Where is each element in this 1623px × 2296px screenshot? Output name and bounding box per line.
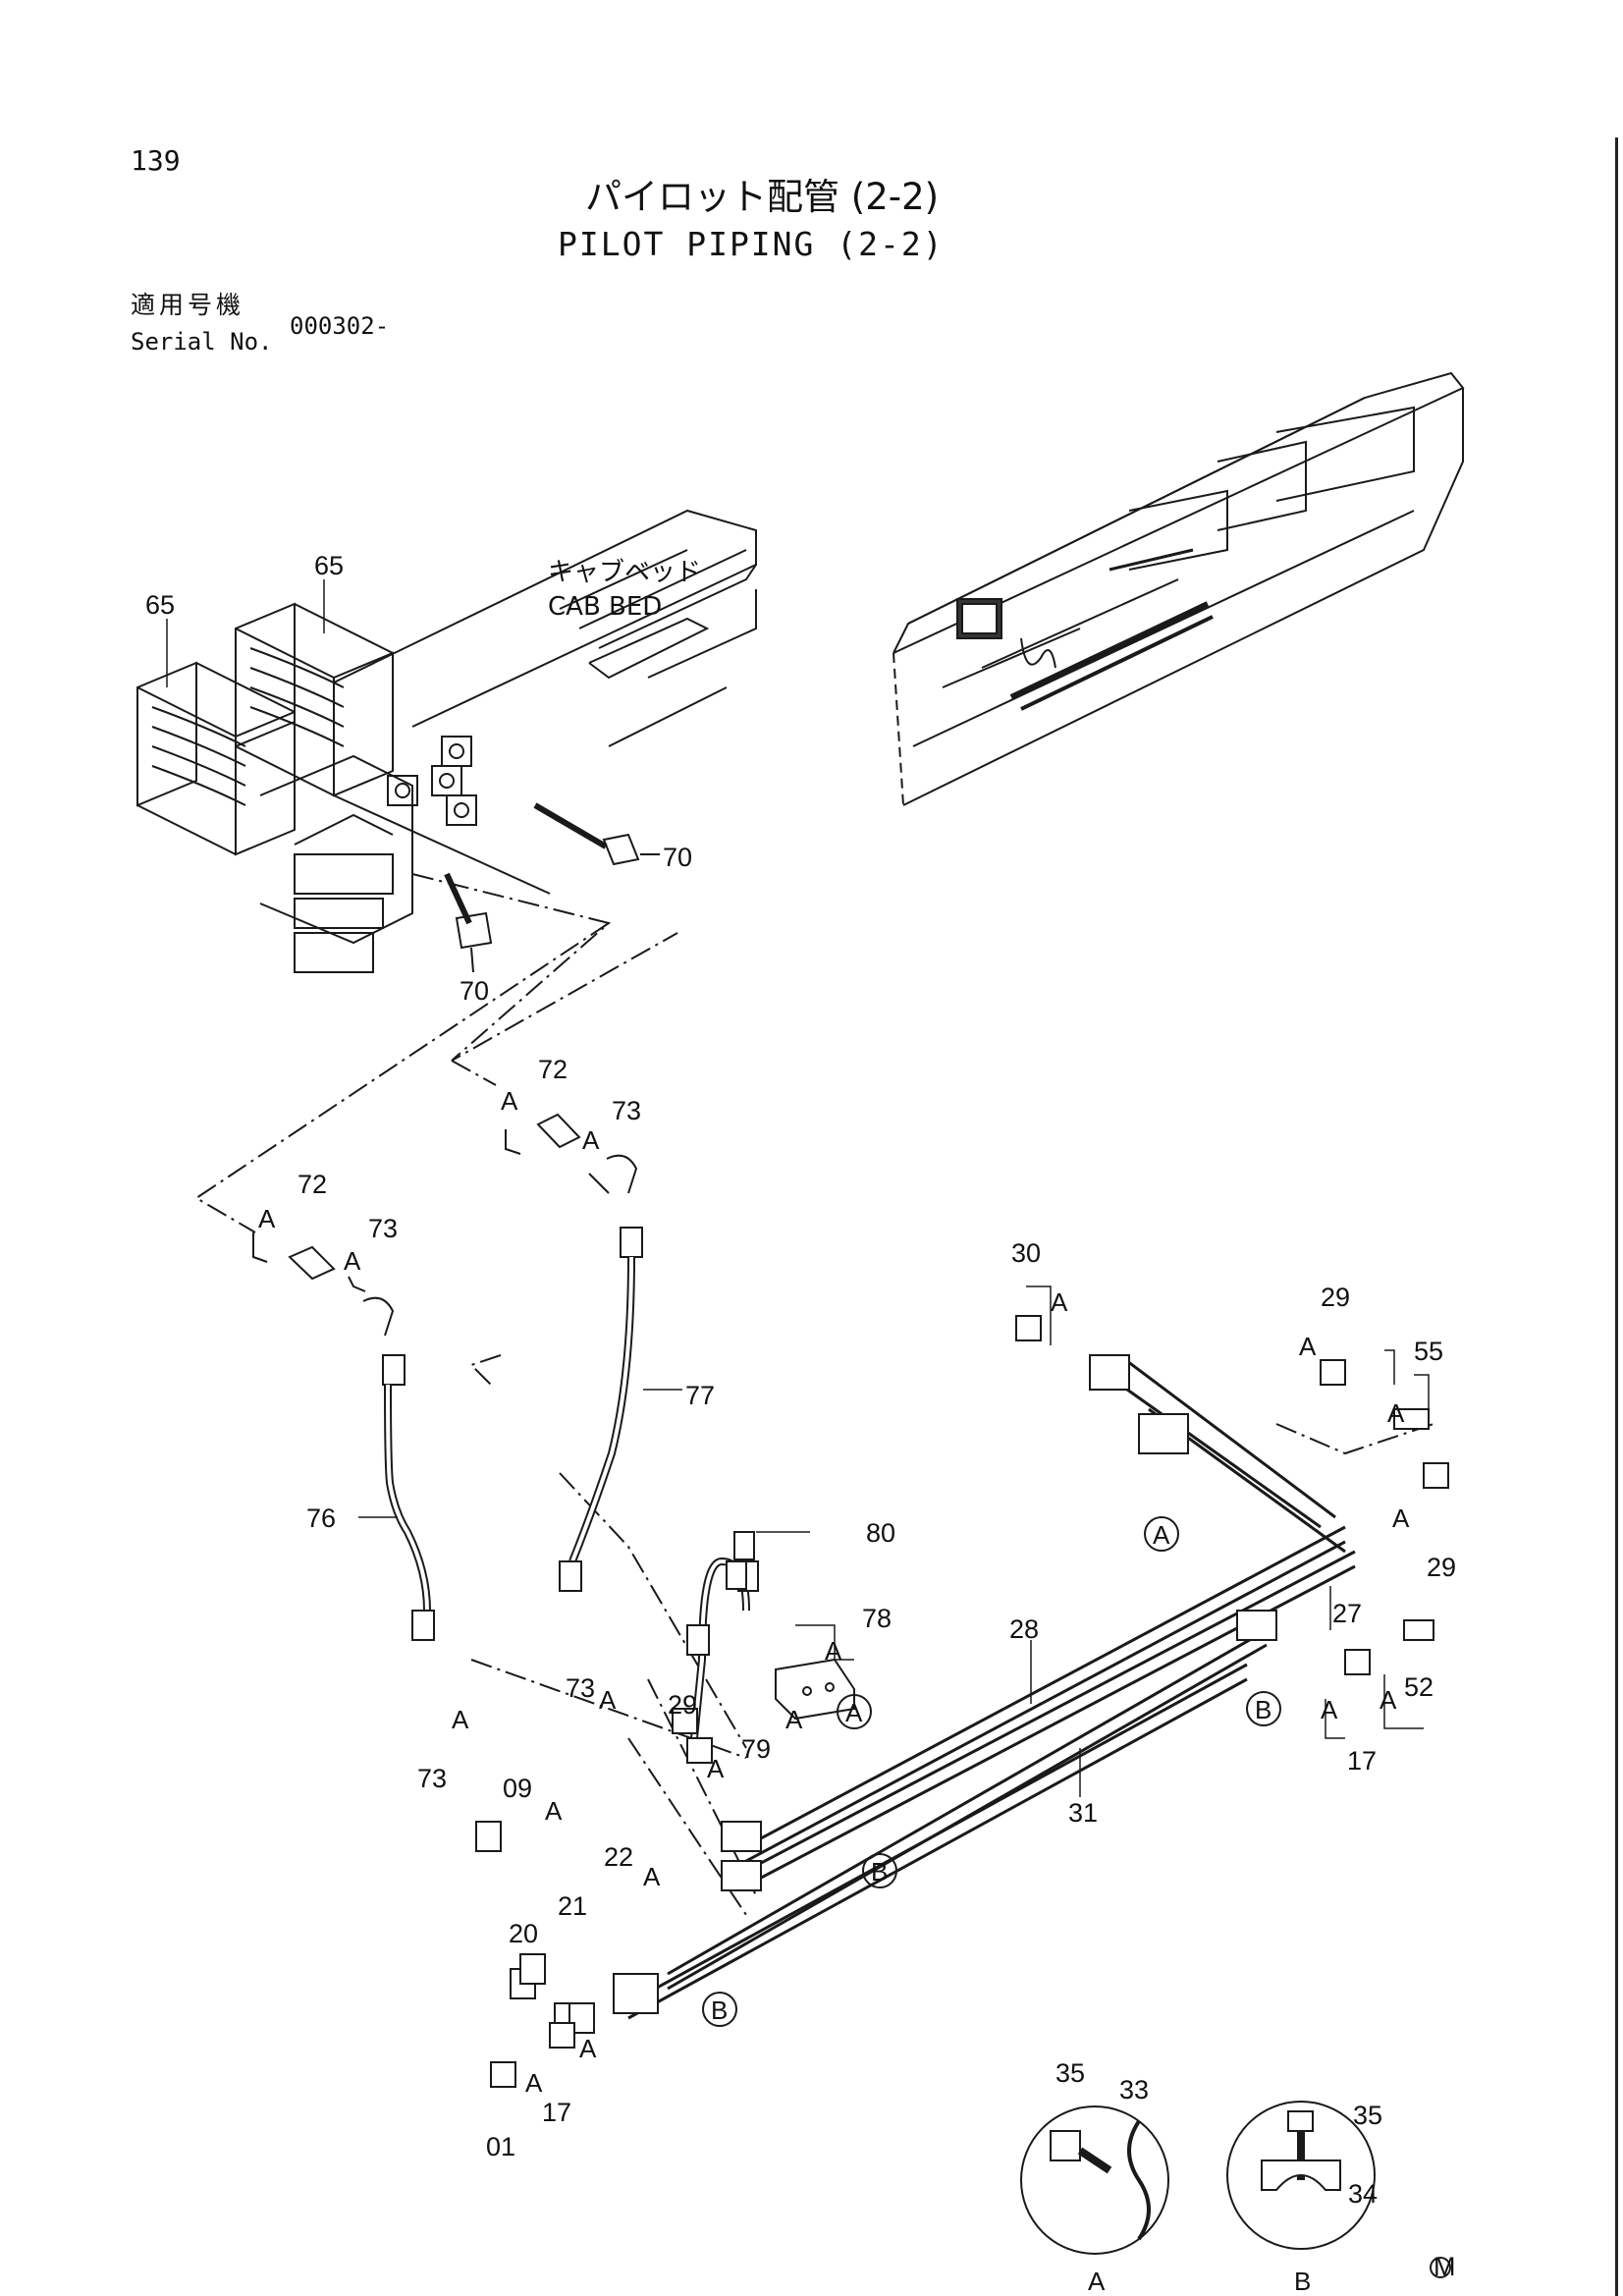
leader-70-lower xyxy=(470,947,474,973)
callout-22: 22 xyxy=(604,1842,633,1872)
tag-a-11: A xyxy=(643,1862,661,1891)
hose-80 xyxy=(686,1531,759,1739)
leader-lines xyxy=(166,579,1430,1797)
page-number: 139 xyxy=(131,144,181,177)
page-title-english: PILOT PIPING (2-2) xyxy=(558,225,945,263)
pipe-27 xyxy=(1089,1353,1346,1554)
bolt-70-lower xyxy=(444,872,493,950)
callout-73-upper: 73 xyxy=(612,1096,641,1125)
callout-70-lower: 70 xyxy=(460,976,489,1006)
detail-b-label: B xyxy=(1294,2267,1311,2296)
callout-09: 09 xyxy=(503,1774,532,1803)
detail-a-label: A xyxy=(1088,2267,1106,2296)
cab-bed-label-japanese: キャブベッド xyxy=(548,558,702,587)
tag-a-circled-right: A xyxy=(1153,1520,1170,1550)
tag-a-16: A xyxy=(1387,1398,1405,1428)
serial-label-english: Serial No. xyxy=(131,328,273,355)
cab-bed-frame-sketch xyxy=(259,509,757,973)
tag-a-13: A xyxy=(579,2034,597,2063)
callout-29-upper: 29 xyxy=(1321,1283,1350,1312)
callout-28: 28 xyxy=(1009,1614,1039,1644)
callout-17-left: 17 xyxy=(542,2098,571,2127)
tag-b-circled-right: B xyxy=(1255,1695,1271,1724)
callout-73-center: 73 xyxy=(566,1673,595,1703)
callout-70-upper: 70 xyxy=(663,843,692,872)
callout-72-lower: 72 xyxy=(298,1170,327,1199)
page-right-rule xyxy=(1615,137,1618,2296)
callout-72-upper: 72 xyxy=(538,1055,568,1084)
callout-35-detail-b: 35 xyxy=(1353,2101,1382,2130)
callout-27: 27 xyxy=(1332,1599,1362,1628)
callout-76: 76 xyxy=(306,1503,336,1533)
tag-a-15: A xyxy=(1051,1287,1068,1317)
fitting-cluster-lower xyxy=(475,1708,762,2088)
tag-a-circled-left: A xyxy=(845,1698,863,1727)
callout-77: 77 xyxy=(685,1381,715,1410)
callout-29-lower: 29 xyxy=(668,1690,697,1720)
tag-a-9: A xyxy=(707,1754,725,1783)
circle-tag-b-shapes xyxy=(702,1516,1451,2278)
tag-a-19: A xyxy=(1380,1685,1397,1715)
callout-80: 80 xyxy=(866,1518,895,1548)
tag-a-10: A xyxy=(545,1796,563,1826)
tag-a-6: A xyxy=(599,1685,617,1715)
fitting-72-lower xyxy=(252,1232,336,1281)
callout-73-left: 73 xyxy=(417,1764,447,1793)
damper-mount-65-front xyxy=(136,661,296,856)
serial-label-japanese: 適用号機 xyxy=(131,291,245,319)
callout-20: 20 xyxy=(509,1919,538,1948)
callout-31: 31 xyxy=(1068,1798,1098,1828)
callout-21: 21 xyxy=(558,1891,587,1921)
footer-mark: M xyxy=(1434,2252,1456,2281)
tag-a-2: A xyxy=(582,1125,600,1155)
tag-a-12: A xyxy=(525,2068,543,2098)
section-tags: A A A A A A A A A A A A A A A A A A A A … xyxy=(258,1086,1456,2296)
callout-34: 34 xyxy=(1348,2179,1378,2209)
tag-a-4: A xyxy=(344,1246,361,1276)
callout-73-lower: 73 xyxy=(368,1214,398,1243)
tag-a-5: A xyxy=(452,1705,469,1734)
tag-a-17: A xyxy=(1392,1503,1410,1533)
damper-mount-65-rear xyxy=(235,602,394,797)
tag-a-7: A xyxy=(785,1705,803,1734)
tag-a-1: A xyxy=(501,1086,518,1116)
tag-a-8: A xyxy=(825,1636,842,1666)
callout-35-detail-a: 35 xyxy=(1055,2058,1085,2088)
bolt-70-upper xyxy=(533,802,640,866)
fitting-73-upper xyxy=(588,1154,638,1194)
tag-b-circled-left: B xyxy=(711,1995,728,2025)
hose-77 xyxy=(559,1227,643,1592)
serial-number-value: 000302- xyxy=(290,312,390,340)
fitting-73-lower xyxy=(348,1276,395,1337)
callout-65-front: 65 xyxy=(145,590,175,620)
callout-55: 55 xyxy=(1414,1337,1443,1366)
detail-view-a xyxy=(1020,2105,1169,2255)
callout-78: 78 xyxy=(862,1604,892,1633)
hose-76 xyxy=(382,1354,435,1641)
page-title-japanese: パイロット配管 (2-2) xyxy=(585,176,940,218)
part-callouts: 65 65 70 70 72 73 72 73 76 77 80 78 79 7… xyxy=(145,551,1456,2209)
detail-view-b xyxy=(1226,2101,1376,2250)
callout-33: 33 xyxy=(1119,2075,1149,2105)
callout-17-right: 17 xyxy=(1347,1746,1377,1776)
callout-79: 79 xyxy=(741,1734,771,1764)
routing-chain-lines xyxy=(194,873,1434,1916)
callout-65-rear: 65 xyxy=(314,551,344,580)
tag-a-3: A xyxy=(258,1204,276,1233)
tag-b-circled-center: B xyxy=(871,1857,888,1886)
tag-a-14: A xyxy=(1299,1332,1317,1361)
callout-29-right: 29 xyxy=(1427,1553,1456,1582)
fitting-72-upper xyxy=(505,1113,581,1155)
cab-bed-overview-sketch xyxy=(893,371,1465,806)
tag-a-18: A xyxy=(1321,1695,1338,1724)
callout-52: 52 xyxy=(1404,1672,1434,1702)
fitting-cluster-right xyxy=(1015,1315,1449,1675)
callout-30: 30 xyxy=(1011,1238,1041,1268)
callout-01: 01 xyxy=(486,2132,515,2161)
pipe-31 xyxy=(627,1628,1268,2020)
